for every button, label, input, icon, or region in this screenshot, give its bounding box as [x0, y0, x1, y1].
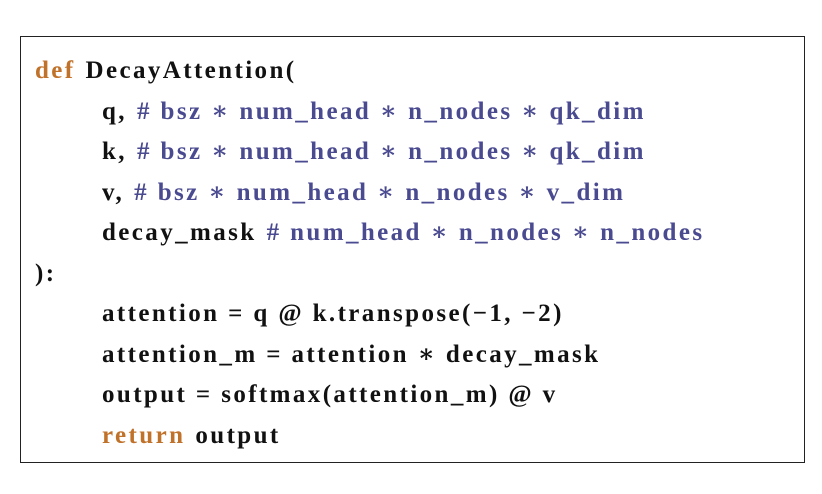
return-value: output: [195, 421, 281, 449]
code-line-attention-m: attention_m = attention ∗ decay_mask: [35, 335, 804, 376]
code-line-param-q: q, # bsz ∗ num_head ∗ n_nodes ∗ qk_dim: [35, 92, 804, 133]
code-line-output: output = softmax(attention_m) @ v: [35, 375, 804, 416]
code-line-param-decay-mask: decay_mask # num_head ∗ n_nodes ∗ n_nodes: [35, 213, 804, 254]
code-line-signature: def DecayAttention(: [35, 51, 804, 92]
param-comment: # bsz ∗ num_head ∗ n_nodes ∗ v_dim: [134, 178, 626, 206]
param-name: decay_mask: [102, 219, 257, 246]
param-comment: # bsz ∗ num_head ∗ n_nodes ∗ qk_dim: [136, 138, 646, 165]
code-line-param-v: v, # bsz ∗ num_head ∗ n_nodes ∗ v_dim: [35, 173, 804, 214]
param-name: k,: [102, 138, 127, 165]
code-listing: def DecayAttention( q, # bsz ∗ num_head ∗ …: [20, 36, 805, 463]
code-line-return: return output: [35, 416, 804, 457]
param-name: v,: [102, 178, 125, 206]
def-keyword: def: [35, 57, 76, 84]
close-signature: ):: [35, 259, 57, 287]
code-line-attention: attention = q @ k.transpose(−1, −2): [35, 294, 804, 335]
code-block: def DecayAttention( q, # bsz ∗ num_head ∗ …: [35, 51, 804, 456]
return-keyword: return: [102, 421, 186, 449]
param-comment: # num_head ∗ n_nodes ∗ n_nodes: [266, 219, 705, 246]
statement: attention = q @ k.transpose(−1, −2): [102, 300, 564, 327]
param-name: q,: [102, 97, 127, 125]
param-comment: # bsz ∗ num_head ∗ n_nodes ∗ qk_dim: [136, 97, 646, 125]
statement: output = softmax(attention_m) @ v: [102, 381, 558, 408]
code-line-param-k: k, # bsz ∗ num_head ∗ n_nodes ∗ qk_dim: [35, 132, 804, 173]
statement: attention_m = attention ∗ decay_mask: [102, 340, 601, 368]
open-paren: (: [285, 57, 297, 84]
code-line-close-signature: ):: [35, 254, 804, 295]
function-name: DecayAttention: [85, 57, 286, 84]
